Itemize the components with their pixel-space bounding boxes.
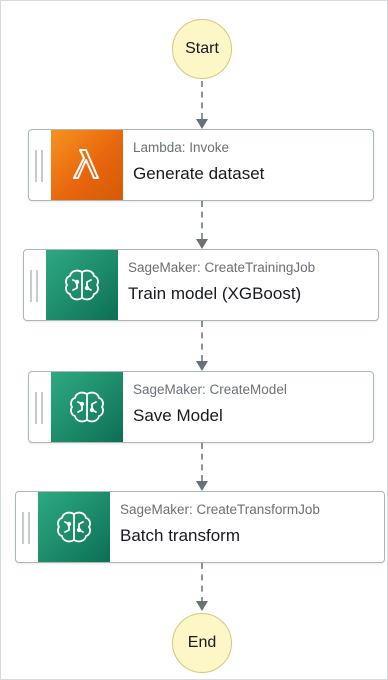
- state-name: Batch transform: [120, 526, 240, 545]
- state-name: Save Model: [133, 406, 223, 425]
- connector-train-to-save: [201, 321, 203, 361]
- arrowhead-icon: [196, 601, 208, 611]
- start-node[interactable]: Start: [172, 19, 232, 79]
- start-label: Start: [185, 40, 219, 57]
- drag-handle-icon[interactable]: [30, 270, 38, 302]
- arrowhead-icon: [196, 119, 208, 129]
- end-node[interactable]: End: [172, 613, 232, 673]
- state-type: SageMaker: CreateModel: [133, 382, 287, 397]
- state-type: SageMaker: CreateTransformJob: [120, 502, 320, 517]
- drag-handle-icon[interactable]: [35, 392, 43, 424]
- arrowhead-icon: [196, 361, 208, 371]
- drag-handle-icon[interactable]: [35, 150, 43, 182]
- state-save-model[interactable]: SageMaker: CreateModel Save Model: [28, 371, 374, 443]
- connector-start-to-generate: [201, 81, 203, 119]
- state-generate-dataset[interactable]: Lambda: Invoke Generate dataset: [28, 129, 374, 201]
- arrowhead-icon: [196, 481, 208, 491]
- state-type: SageMaker: CreateTrainingJob: [128, 260, 316, 275]
- sagemaker-brain-icon: [51, 372, 123, 442]
- end-label: End: [187, 634, 217, 651]
- state-name: Generate dataset: [133, 164, 265, 183]
- state-name: Train model (XGBoost): [128, 284, 302, 303]
- connector-batch-to-end: [201, 563, 203, 603]
- arrowhead-icon: [196, 239, 208, 249]
- sagemaker-brain-icon: [38, 492, 110, 562]
- lambda-icon: [51, 130, 123, 200]
- connector-save-to-batch: [201, 443, 203, 481]
- state-batch-transform[interactable]: SageMaker: CreateTransformJob Batch tran…: [15, 491, 385, 563]
- drag-handle-icon[interactable]: [22, 512, 30, 544]
- state-train-model[interactable]: SageMaker: CreateTrainingJob Train model…: [23, 249, 379, 321]
- sagemaker-brain-icon: [46, 250, 118, 320]
- connector-generate-to-train: [201, 201, 203, 239]
- state-type: Lambda: Invoke: [133, 140, 230, 155]
